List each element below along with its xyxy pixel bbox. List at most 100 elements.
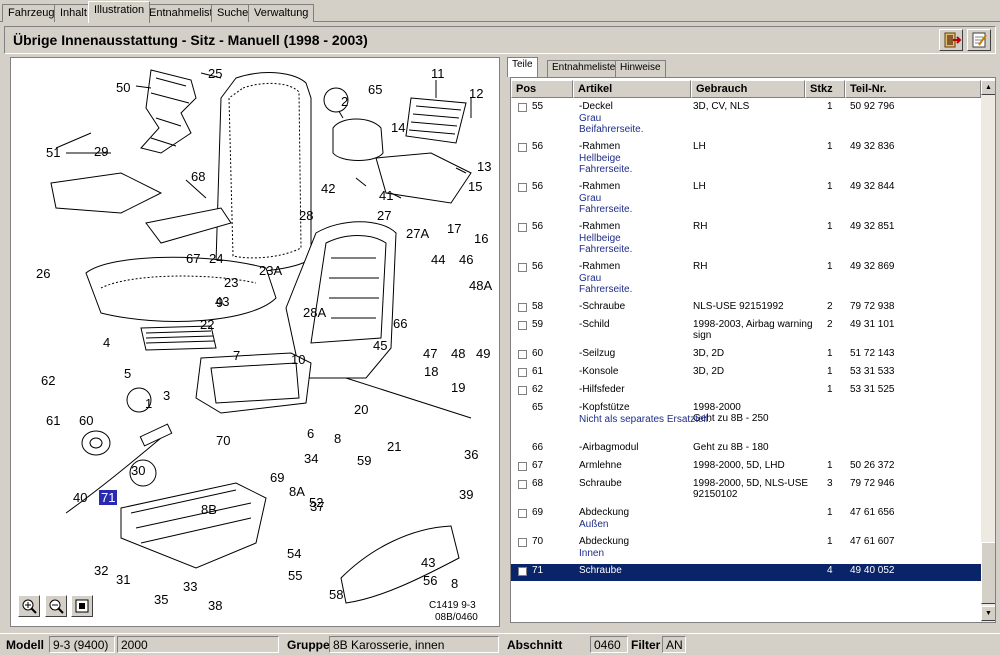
col-artikel[interactable]: Artikel xyxy=(573,80,691,98)
part-label[interactable]: 8A xyxy=(289,484,305,499)
part-label[interactable]: 28A xyxy=(303,305,327,320)
part-label[interactable]: 8 xyxy=(334,431,342,446)
part-label[interactable]: 20 xyxy=(354,402,369,417)
part-label[interactable]: 8B xyxy=(201,502,217,517)
part-label[interactable]: 38 xyxy=(208,598,223,613)
part-label[interactable]: 34 xyxy=(304,451,319,466)
part-label[interactable]: 65 xyxy=(368,82,383,97)
part-label[interactable]: 22 xyxy=(200,317,215,332)
part-label[interactable]: 27 xyxy=(377,208,392,223)
notes-button[interactable] xyxy=(967,29,991,51)
part-label[interactable]: 27A xyxy=(406,226,430,241)
col-pos[interactable]: Pos xyxy=(511,80,573,98)
part-label[interactable]: 33 xyxy=(183,579,198,594)
part-label[interactable]: 15 xyxy=(468,179,483,194)
part-label[interactable]: 35 xyxy=(154,592,169,607)
part-label[interactable]: 66 xyxy=(393,316,408,331)
scroll-down-button[interactable]: ▼ xyxy=(981,606,995,621)
part-label[interactable]: 7 xyxy=(233,348,241,363)
scroll-thumb[interactable] xyxy=(981,542,995,604)
part-label[interactable]: 23A xyxy=(259,263,283,278)
part-label[interactable]: 8 xyxy=(451,576,459,591)
part-label[interactable]: 5 xyxy=(124,366,132,381)
row-checkbox[interactable] xyxy=(518,538,527,547)
row-checkbox[interactable] xyxy=(518,303,527,312)
row-checkbox[interactable] xyxy=(518,462,527,471)
col-gebrauch[interactable]: Gebrauch xyxy=(691,80,805,98)
part-label[interactable]: 37 xyxy=(310,499,325,514)
tab-hinweise[interactable]: Hinweise xyxy=(615,60,666,77)
part-label[interactable]: 50 xyxy=(116,80,131,95)
part-label[interactable]: 32 xyxy=(94,563,109,578)
col-stkz[interactable]: Stkz xyxy=(805,80,845,98)
part-label[interactable]: 43 xyxy=(421,555,436,570)
part-label[interactable]: 4 xyxy=(103,335,111,350)
scroll-up-button[interactable]: ▲ xyxy=(981,80,995,95)
part-label[interactable]: 54 xyxy=(287,546,302,561)
tab-teile[interactable]: Teile xyxy=(507,57,538,77)
part-label[interactable]: 28 xyxy=(299,208,314,223)
part-label[interactable]: 21 xyxy=(387,439,402,454)
part-label[interactable]: 30 xyxy=(131,463,146,478)
part-label[interactable]: 55 xyxy=(288,568,303,583)
part-label[interactable]: 2 xyxy=(341,94,349,109)
tab-parts-entnahmeliste[interactable]: Entnahmeliste xyxy=(547,60,621,77)
zoom-fit-button[interactable] xyxy=(71,595,93,617)
row-checkbox[interactable] xyxy=(518,143,527,152)
part-label[interactable]: 58 xyxy=(329,587,344,602)
part-label[interactable]: 49 xyxy=(476,346,491,361)
part-label[interactable]: 67 xyxy=(186,251,201,266)
part-label[interactable]: 69 xyxy=(270,470,285,485)
row-checkbox[interactable] xyxy=(518,263,527,272)
tab-suche[interactable]: Suche xyxy=(211,4,255,22)
part-label[interactable]: 39 xyxy=(459,487,474,502)
part-label[interactable]: 36 xyxy=(464,447,479,462)
exit-button[interactable] xyxy=(939,29,963,51)
part-label[interactable]: 41 xyxy=(379,188,394,203)
part-label[interactable]: 62 xyxy=(41,373,56,388)
part-label[interactable]: 25 xyxy=(208,66,223,81)
part-label[interactable]: 51 xyxy=(46,145,61,160)
part-label[interactable]: 24 xyxy=(209,251,224,266)
part-label[interactable]: 48 xyxy=(451,346,466,361)
part-label[interactable]: 31 xyxy=(116,572,131,587)
part-label[interactable]: 23 xyxy=(224,275,239,290)
part-label[interactable]: 18 xyxy=(424,364,439,379)
part-label[interactable]: 47 xyxy=(423,346,438,361)
col-teilnr[interactable]: Teil-Nr. xyxy=(845,80,981,98)
part-label[interactable]: 61 xyxy=(46,413,61,428)
part-label[interactable]: 6 xyxy=(307,426,315,441)
part-label[interactable]: 26 xyxy=(36,266,51,281)
tab-verwaltung[interactable]: Verwaltung xyxy=(248,4,315,22)
part-label[interactable]: 10 xyxy=(291,352,306,367)
part-label[interactable]: 68 xyxy=(191,169,206,184)
row-checkbox[interactable] xyxy=(518,350,527,359)
zoom-in-button[interactable] xyxy=(18,595,40,617)
zoom-out-button[interactable] xyxy=(45,595,67,617)
part-label[interactable]: 9 xyxy=(216,295,224,310)
part-label[interactable]: 17 xyxy=(447,221,462,236)
part-label[interactable]: 16 xyxy=(474,231,489,246)
tab-entnahmeliste[interactable]: Entnahmeliste xyxy=(143,4,225,22)
part-label[interactable]: 13 xyxy=(477,159,492,174)
row-checkbox[interactable] xyxy=(518,183,527,192)
row-checkbox[interactable] xyxy=(518,223,527,232)
part-label[interactable]: 1 xyxy=(145,396,153,411)
part-label[interactable]: 19 xyxy=(451,380,466,395)
part-label[interactable]: 46 xyxy=(459,252,474,267)
part-label[interactable]: 48A xyxy=(469,278,493,293)
